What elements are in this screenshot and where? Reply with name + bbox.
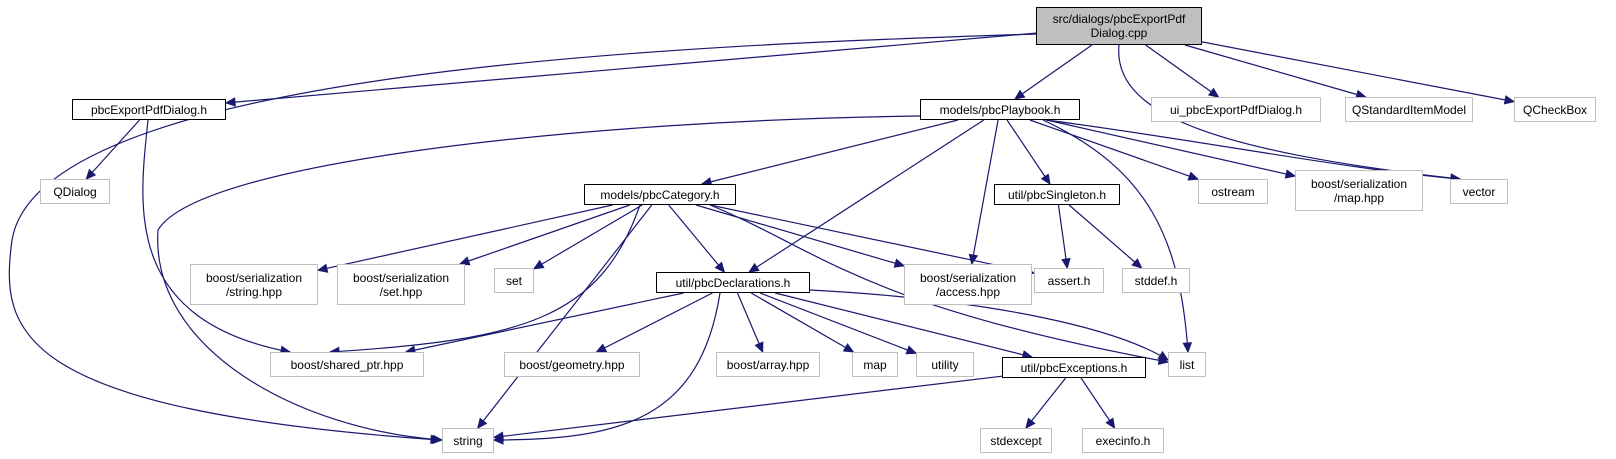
node-list: list bbox=[1168, 352, 1206, 377]
edge-decl_h-to-array bbox=[736, 292, 764, 353]
edge-category_h-to-string_hpp bbox=[317, 204, 613, 271]
arrowhead-decl_h-to-list bbox=[1157, 350, 1170, 361]
edge-exportdlg_h-to-shared_ptr bbox=[142, 119, 291, 353]
edge-category_h-to-decl_h bbox=[668, 204, 725, 273]
edge-root-to-ui_h bbox=[1145, 44, 1219, 98]
edge-root-to-playbook_h bbox=[1014, 44, 1093, 100]
arrowhead-root-to-ui_h bbox=[1207, 87, 1220, 98]
node-shared-ptr: boost/shared_ptr.hpp bbox=[270, 352, 424, 377]
edge-root-to-qcheck bbox=[1201, 41, 1515, 103]
arrowhead-category_h-to-string bbox=[476, 417, 488, 429]
node-stddef-h: stddef.h bbox=[1122, 268, 1190, 293]
node-set: set bbox=[494, 268, 534, 293]
node-root[interactable]: src/dialogs/pbcExportPdf Dialog.cpp bbox=[1036, 7, 1202, 45]
edge-decl_h-to-list bbox=[809, 289, 1169, 361]
edge-playbook_h-to-singleton_h bbox=[1006, 119, 1051, 185]
node-qsim: QStandardItemModel bbox=[1345, 97, 1473, 122]
arrowhead-decl_h-to-map bbox=[842, 343, 855, 353]
edge-category_h-to-access_hpp bbox=[695, 204, 905, 267]
node-ui-h: ui_pbcExportPdfDialog.h bbox=[1151, 97, 1321, 122]
node-vector: vector bbox=[1450, 179, 1508, 204]
edge-category_h-to-set bbox=[533, 204, 643, 270]
edge-category_h-to-string bbox=[477, 204, 653, 429]
edge-playbook_h-to-map_hpp bbox=[1046, 119, 1296, 177]
edge-category_h-to-list bbox=[709, 204, 1169, 363]
node-exportdlg-h[interactable]: pbcExportPdfDialog.h bbox=[72, 99, 226, 120]
arrowhead-decl_h-to-array bbox=[754, 341, 764, 354]
edge-decl_h-to-shared_ptr bbox=[405, 292, 684, 353]
edge-decl_h-to-utility bbox=[759, 292, 917, 354]
edge-category_h-to-set_hpp bbox=[459, 204, 630, 265]
edge-singleton_h-to-assert_h bbox=[1057, 204, 1068, 269]
edge-decl_h-to-exceptions_h bbox=[774, 292, 1033, 358]
node-singleton-h[interactable]: util/pbcSingleton.h bbox=[994, 184, 1120, 205]
arrowhead-exceptions_h-to-execinfo bbox=[1105, 417, 1116, 430]
edge-root-to-exportdlg_h bbox=[225, 32, 1037, 104]
edge-playbook_h-to-list bbox=[1042, 119, 1189, 353]
node-ostream: ostream bbox=[1198, 179, 1268, 204]
arrowhead-category_h-to-decl_h bbox=[714, 261, 726, 273]
edge-playbook_h-to-string bbox=[157, 115, 921, 441]
node-set-hpp: boost/serialization /set.hpp bbox=[337, 264, 465, 305]
arrowhead-root-to-exportdlg_h bbox=[224, 97, 236, 107]
arrowhead-exceptions_h-to-stdexcept bbox=[1025, 417, 1036, 429]
node-utility: utility bbox=[916, 352, 974, 377]
arrowhead-singleton_h-to-stddef_h bbox=[1131, 258, 1143, 269]
arrowhead-playbook_h-to-decl_h bbox=[748, 262, 760, 273]
node-map-hpp: boost/serialization /map.hpp bbox=[1295, 170, 1423, 211]
node-access-hpp: boost/serialization /access.hpp bbox=[904, 264, 1032, 305]
edge-decl_h-to-string bbox=[493, 292, 721, 441]
arrowhead-playbook_h-to-ostream bbox=[1187, 171, 1200, 181]
arrowhead-root-to-playbook_h bbox=[1013, 89, 1026, 100]
arrowhead-exceptions_h-to-string bbox=[492, 431, 505, 441]
node-exceptions-h[interactable]: util/pbcExceptions.h bbox=[1002, 357, 1146, 378]
arrowhead-playbook_h-to-list bbox=[1182, 342, 1193, 354]
edge-exportdlg_h-to-qdialog bbox=[85, 119, 140, 180]
node-execinfo: execinfo.h bbox=[1082, 428, 1164, 453]
edge-exceptions_h-to-stdexcept bbox=[1025, 377, 1067, 429]
node-map: map bbox=[852, 352, 898, 377]
arrowhead-category_h-to-set bbox=[532, 259, 545, 270]
node-string-hpp: boost/serialization /string.hpp bbox=[190, 264, 318, 305]
arrowhead-decl_h-to-utility bbox=[905, 345, 918, 355]
arrowhead-playbook_h-to-string bbox=[432, 434, 444, 445]
arrowhead-singleton_h-to-assert_h bbox=[1061, 257, 1071, 270]
arrowhead-exportdlg_h-to-qdialog bbox=[85, 168, 97, 180]
node-geometry: boost/geometry.hpp bbox=[504, 352, 640, 377]
arrowhead-playbook_h-to-map_hpp bbox=[1284, 169, 1297, 179]
arrowhead-root-to-qcheck bbox=[1503, 95, 1516, 105]
node-decl-h[interactable]: util/pbcDeclarations.h bbox=[656, 272, 810, 293]
node-stdexcept: stdexcept bbox=[980, 428, 1052, 453]
node-assert-h: assert.h bbox=[1034, 268, 1104, 293]
node-array: boost/array.hpp bbox=[716, 352, 820, 377]
edge-exceptions_h-to-string bbox=[493, 375, 1003, 438]
edge-playbook_h-to-category_h bbox=[701, 119, 959, 185]
node-playbook-h[interactable]: models/pbcPlaybook.h bbox=[920, 99, 1080, 120]
arrowhead-playbook_h-to-singleton_h bbox=[1040, 173, 1051, 186]
edge-root-to-string bbox=[8, 33, 1037, 441]
edge-root-to-qsim bbox=[1184, 44, 1366, 98]
edge-playbook_h-to-access_hpp bbox=[971, 119, 999, 265]
node-string: string bbox=[442, 428, 494, 453]
edge-singleton_h-to-stddef_h bbox=[1068, 204, 1143, 269]
edge-playbook_h-to-decl_h bbox=[748, 119, 985, 273]
edge-playbook_h-to-ostream bbox=[1029, 119, 1199, 180]
edge-exceptions_h-to-execinfo bbox=[1080, 377, 1116, 429]
edge-decl_h-to-geometry bbox=[596, 292, 713, 353]
node-category-h[interactable]: models/pbcCategory.h bbox=[584, 184, 736, 205]
node-qcheck: QCheckBox bbox=[1514, 97, 1596, 122]
edge-decl_h-to-map bbox=[750, 292, 854, 353]
node-qdialog: QDialog bbox=[40, 179, 110, 204]
edge-category_h-to-shared_ptr bbox=[329, 204, 641, 353]
arrowhead-category_h-to-string_hpp bbox=[316, 263, 329, 273]
arrowhead-category_h-to-access_hpp bbox=[893, 258, 906, 268]
edge-category_h-to-assert_h bbox=[709, 204, 1035, 274]
edge-root-to-vector bbox=[1118, 44, 1461, 180]
arrowhead-decl_h-to-geometry bbox=[595, 343, 608, 353]
